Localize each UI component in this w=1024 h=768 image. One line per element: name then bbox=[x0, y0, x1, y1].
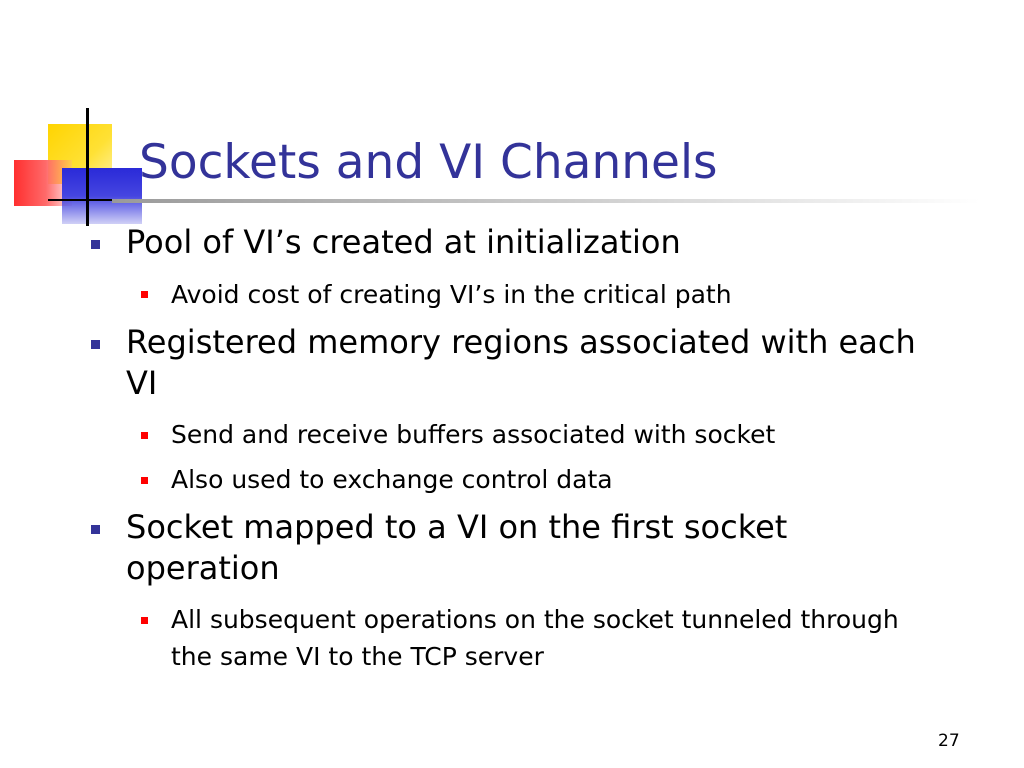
bullet-marker bbox=[91, 340, 100, 349]
bullet-item: Registered memory regions associated wit… bbox=[126, 323, 916, 402]
decorative-logo bbox=[0, 0, 160, 240]
title-underline-rule bbox=[112, 199, 980, 203]
bullet-marker bbox=[91, 240, 100, 249]
sub-bullet-item: All subsequent operations on the socket … bbox=[171, 605, 899, 671]
horizontal-line-decoration bbox=[48, 199, 144, 201]
vertical-line-decoration bbox=[86, 108, 89, 226]
sub-bullet-marker bbox=[141, 432, 148, 439]
blue-square-decoration bbox=[62, 168, 142, 224]
bullet-marker bbox=[91, 525, 100, 534]
sub-bullet-item: Avoid cost of creating VI’s in the criti… bbox=[171, 280, 732, 309]
sub-bullet-item: Also used to exchange control data bbox=[171, 465, 613, 494]
sub-bullet-item: Send and receive buffers associated with… bbox=[171, 420, 776, 449]
sub-bullet-marker bbox=[141, 617, 148, 624]
sub-bullet-marker bbox=[141, 477, 148, 484]
bullet-item: Socket mapped to a VI on the first socke… bbox=[126, 508, 788, 587]
page-number: 27 bbox=[938, 731, 960, 751]
sub-bullet-marker bbox=[141, 291, 148, 298]
slide-title: Sockets and VI Channels bbox=[139, 135, 718, 190]
bullet-item: Pool of VI’s created at initialization bbox=[126, 223, 681, 261]
